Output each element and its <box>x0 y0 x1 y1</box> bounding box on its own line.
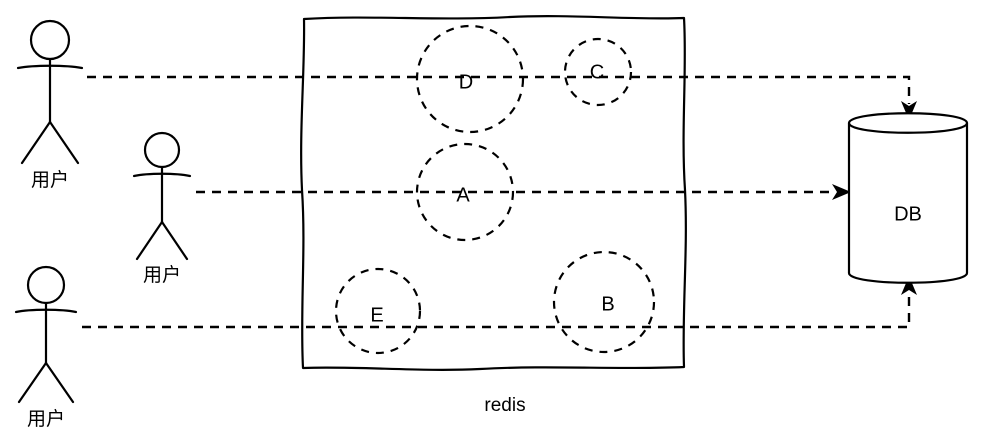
database-label: DB <box>894 203 922 225</box>
cache-entry-C-circle <box>563 37 633 107</box>
cache-entry-B[interactable]: B <box>552 250 656 354</box>
actor-bottom-head-icon <box>26 265 66 305</box>
cache-entry-A-label: A <box>456 184 470 206</box>
flow-top-path <box>87 75 911 104</box>
actor-top-arms <box>16 64 84 70</box>
database-top-ellipse <box>847 121 969 134</box>
cache-entry-E-circle <box>334 267 422 355</box>
cache-entry-D[interactable]: D <box>415 24 525 134</box>
flow-middle <box>196 184 851 200</box>
cache-entry-C[interactable]: C <box>563 37 633 107</box>
actor-middle-head-icon <box>143 131 181 169</box>
redis-cache-box[interactable]: D C A E B <box>300 15 687 371</box>
cache-entry-B-circle <box>552 250 656 354</box>
database-cylinder[interactable]: DB <box>847 112 969 284</box>
cache-entry-D-label: D <box>459 71 473 93</box>
actor-top-head-icon <box>29 19 71 61</box>
actor-bottom-leg-left <box>17 361 48 404</box>
actor-bottom-label: 用户 <box>27 408 65 430</box>
actor-top-label: 用户 <box>31 169 69 191</box>
actor-middle-arms <box>132 172 192 178</box>
actor-bottom-arms <box>14 308 78 314</box>
database-body <box>847 112 969 284</box>
actor-top[interactable]: 用户 <box>16 19 84 191</box>
cache-entry-D-circle <box>415 24 525 134</box>
actor-middle-leg-right <box>160 220 189 261</box>
cache-entry-A-circle <box>415 142 515 242</box>
flow-top-arrowhead-icon <box>901 101 917 120</box>
actor-middle-leg-left <box>135 220 164 261</box>
flow-top <box>87 75 917 120</box>
cache-entry-A[interactable]: A <box>415 142 515 242</box>
actor-bottom-leg-right <box>44 361 75 404</box>
redis-box-label: redis <box>484 395 525 416</box>
redis-box-outline <box>300 15 687 371</box>
actor-top-leg-right <box>48 120 80 165</box>
actor-bottom[interactable]: 用户 <box>14 265 78 430</box>
actor-top-leg-left <box>20 120 52 165</box>
cache-entry-E-label: E <box>370 304 383 326</box>
flow-middle-arrowhead-icon <box>832 184 851 200</box>
cache-entry-B-label: B <box>601 293 614 315</box>
cache-entry-C-label: C <box>590 61 604 83</box>
flow-bottom-path <box>82 296 911 329</box>
flow-bottom-arrowhead-icon <box>901 276 917 295</box>
actor-middle-label: 用户 <box>143 264 181 286</box>
flow-bottom <box>82 276 917 329</box>
cache-entry-E[interactable]: E <box>334 267 422 355</box>
actor-middle[interactable]: 用户 <box>132 131 192 286</box>
